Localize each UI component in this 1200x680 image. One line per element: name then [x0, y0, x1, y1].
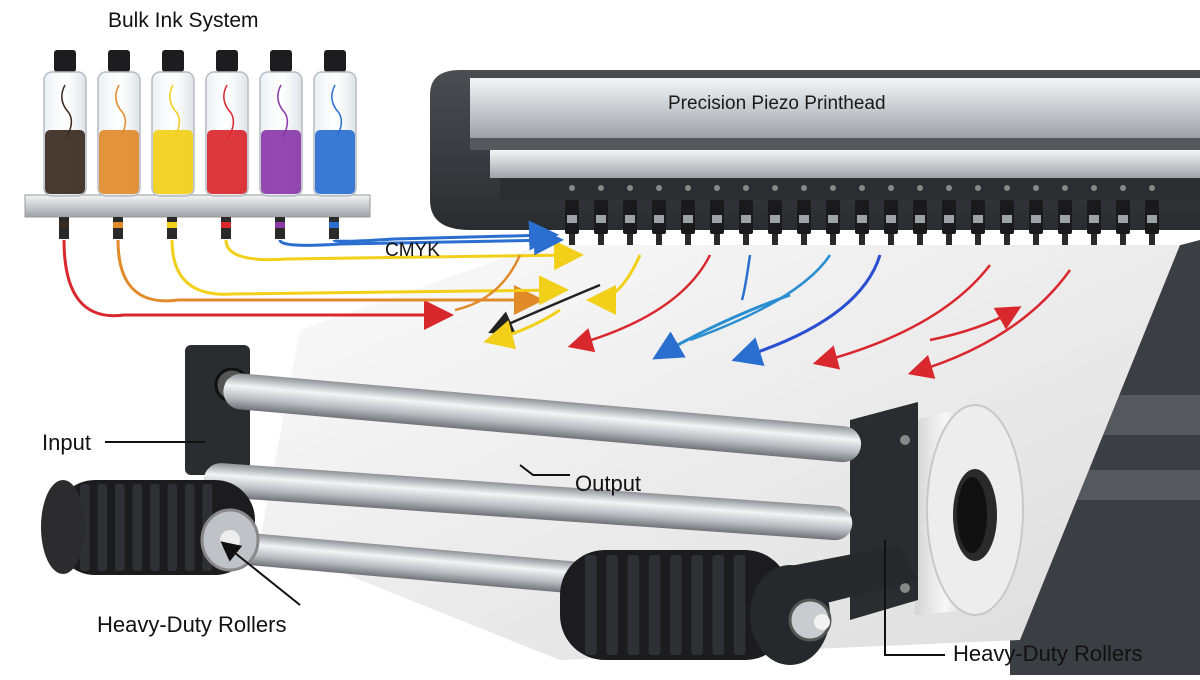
rubber-roller-left: [41, 480, 260, 575]
feed-line: [62, 239, 454, 330]
printhead-label: Precision Piezo Printhead: [668, 93, 886, 114]
ink-bottle-red: [205, 50, 249, 239]
feed-line: [170, 239, 569, 306]
bulk-ink-system: [24, 50, 371, 239]
bulk-ink-system-title: Bulk Ink System: [108, 9, 259, 32]
rollers-right-label: Heavy-Duty Rollers: [953, 641, 1143, 666]
nozzle: [797, 185, 811, 253]
ink-feed-lines: [62, 220, 584, 330]
ink-bottle-black: [43, 50, 87, 239]
rubber-roller-right: [560, 550, 832, 665]
cmyk-label: CMYK: [385, 240, 440, 261]
feed-line: [332, 220, 559, 251]
feed-line: [224, 239, 584, 271]
ink-bottle-blue: [313, 50, 357, 239]
ink-bottle-orange: [97, 50, 141, 239]
ink-spray-arrows: [454, 254, 1072, 379]
nozzle: [594, 185, 608, 253]
nozzle: [1000, 185, 1014, 253]
rollers-left-label: Heavy-Duty Rollers: [97, 612, 287, 637]
feed-line: [116, 239, 544, 315]
ink-bottle-yellow: [151, 50, 195, 239]
output-label: Output: [575, 471, 642, 496]
feed-line: [278, 225, 564, 256]
callout-lines: [105, 441, 945, 656]
input-label: Input: [42, 430, 91, 455]
paper-roll: [915, 404, 1024, 616]
nozzle: [1058, 185, 1072, 253]
ink-bottle-purple: [259, 50, 303, 239]
